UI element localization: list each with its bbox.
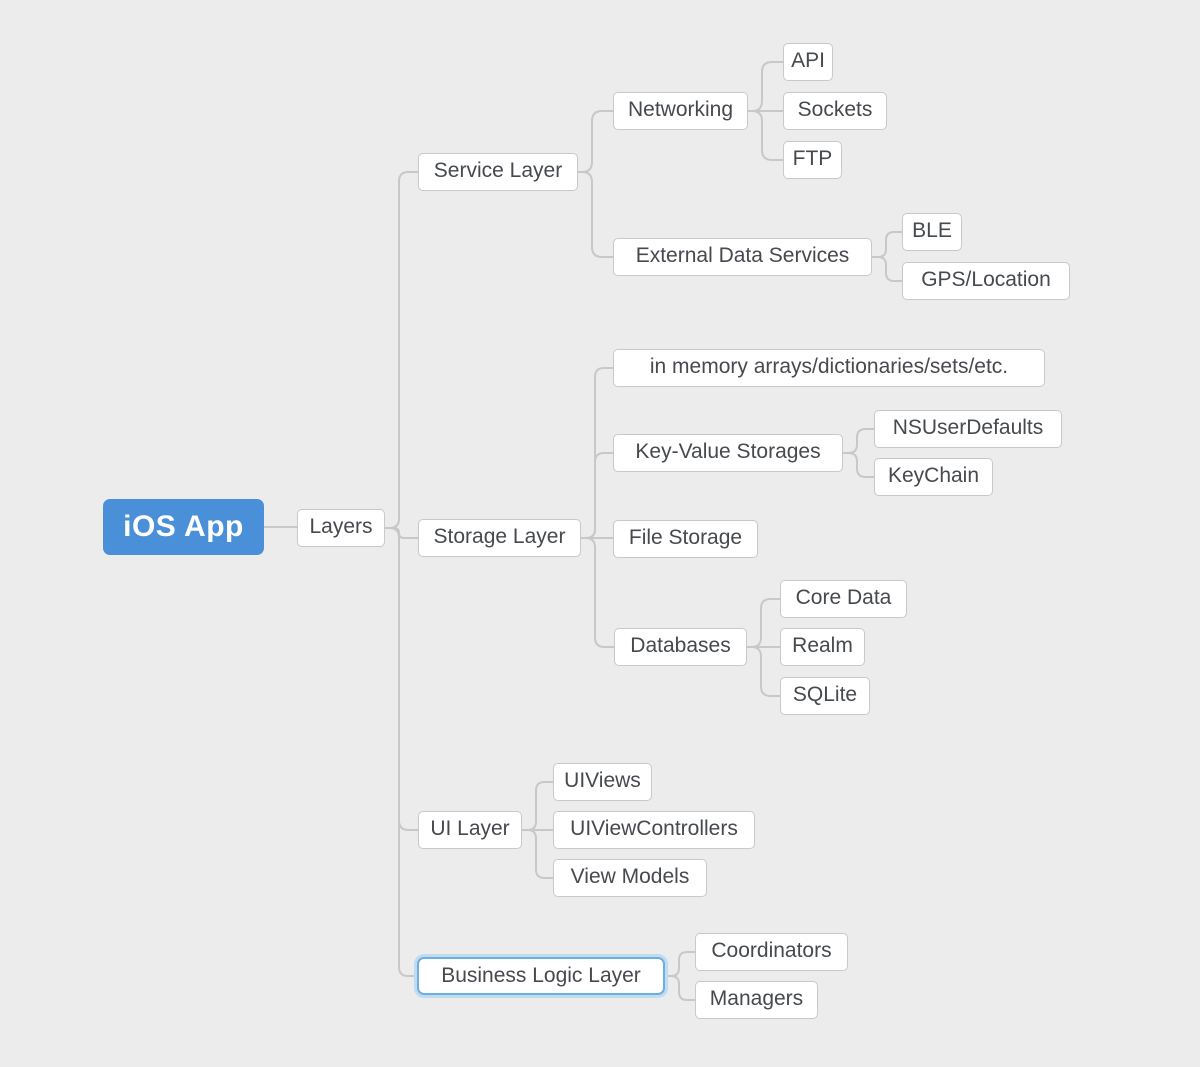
node-api[interactable]: API	[783, 43, 833, 81]
node-sqlite[interactable]: SQLite	[780, 677, 870, 715]
node-view-models[interactable]: View Models	[553, 859, 707, 897]
node-ios-app[interactable]: iOS App	[103, 499, 264, 555]
node-gps-location[interactable]: GPS/Location	[902, 262, 1070, 300]
node-ftp[interactable]: FTP	[783, 141, 842, 179]
node-networking[interactable]: Networking	[613, 92, 748, 130]
node-nsuserdefaults[interactable]: NSUserDefaults	[874, 410, 1062, 448]
node-uiviews[interactable]: UIViews	[553, 763, 652, 801]
node-core-data[interactable]: Core Data	[780, 580, 907, 618]
node-keychain[interactable]: KeyChain	[874, 458, 993, 496]
node-uiviewcontrollers[interactable]: UIViewControllers	[553, 811, 755, 849]
node-databases[interactable]: Databases	[614, 628, 747, 666]
node-ble[interactable]: BLE	[902, 213, 962, 251]
node-sockets[interactable]: Sockets	[783, 92, 887, 130]
node-layers[interactable]: Layers	[297, 509, 385, 547]
node-storage-layer[interactable]: Storage Layer	[418, 519, 581, 557]
node-external-data-services[interactable]: External Data Services	[613, 238, 872, 276]
node-file-storage[interactable]: File Storage	[613, 520, 758, 558]
node-coordinators[interactable]: Coordinators	[695, 933, 848, 971]
node-business-logic-layer[interactable]: Business Logic Layer	[417, 957, 665, 995]
node-service-layer[interactable]: Service Layer	[418, 153, 578, 191]
node-in-memory[interactable]: in memory arrays/dictionaries/sets/etc.	[613, 349, 1045, 387]
node-ui-layer[interactable]: UI Layer	[418, 811, 522, 849]
node-managers[interactable]: Managers	[695, 981, 818, 1019]
node-realm[interactable]: Realm	[780, 628, 865, 666]
node-key-value-storages[interactable]: Key-Value Storages	[613, 434, 843, 472]
